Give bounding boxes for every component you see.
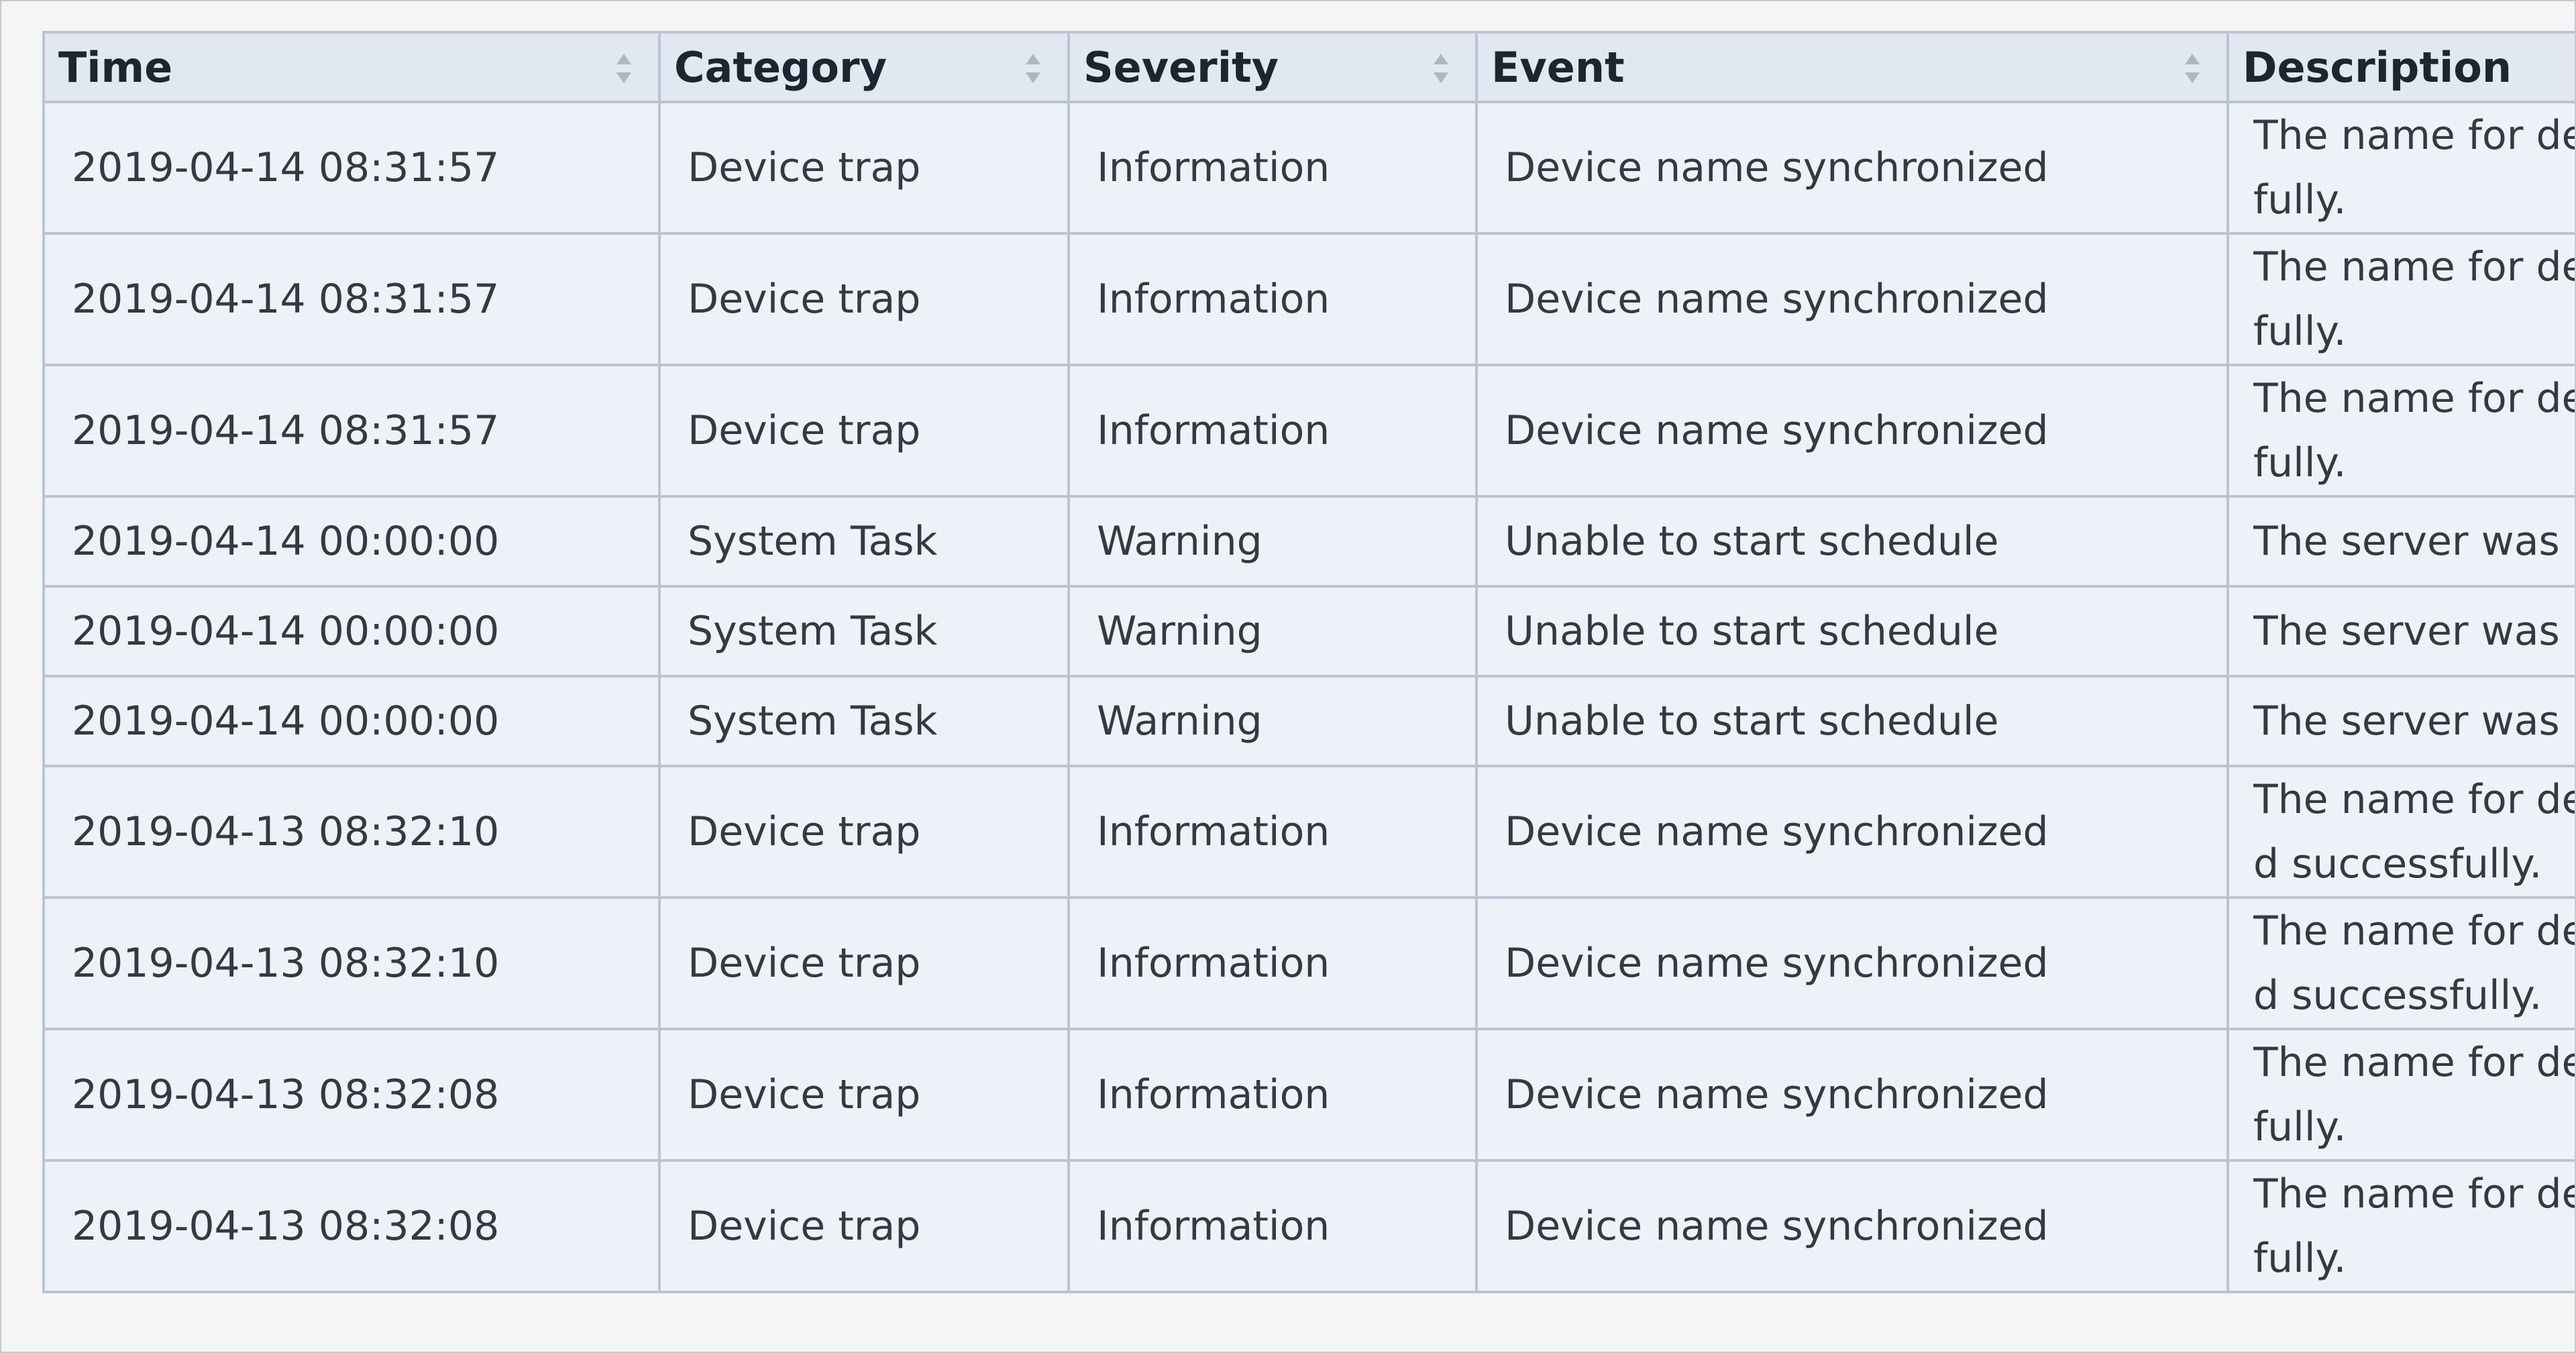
- cell-event: Device name synchronized: [1475, 364, 2229, 498]
- description-line: fully.: [2253, 176, 2347, 223]
- cell-category: Device trap: [658, 101, 1070, 235]
- description-line: The server was u: [2253, 608, 2576, 655]
- cell-category: System Task: [658, 495, 1070, 588]
- sort-arrows-icon[interactable]: [2182, 48, 2202, 89]
- cell-category: Device trap: [658, 232, 1070, 366]
- table-row[interactable]: 2019-04-14 08:31:57 Device trap Informat…: [42, 364, 2576, 498]
- event-table: Time Category Severi: [42, 31, 2576, 1293]
- table-row[interactable]: 2019-04-14 08:31:57 Device trap Informat…: [42, 232, 2576, 366]
- description-line: fully.: [2253, 308, 2347, 355]
- description-line: d successfully.: [2253, 841, 2542, 887]
- cell-description: The name for de fully.: [2226, 1028, 2576, 1162]
- cell-event: Device name synchronized: [1475, 765, 2229, 899]
- cell-category: Device trap: [658, 364, 1070, 498]
- cell-time: 2019-04-13 08:32:08: [42, 1159, 661, 1293]
- column-header-event[interactable]: Event: [1475, 31, 2229, 103]
- cell-severity: Warning: [1067, 675, 1478, 767]
- cell-category: Device trap: [658, 1159, 1070, 1293]
- cell-event: Device name synchronized: [1475, 232, 2229, 366]
- sort-arrows-icon[interactable]: [1023, 48, 1043, 89]
- column-header-category[interactable]: Category: [658, 31, 1070, 103]
- cell-event: Device name synchronized: [1475, 896, 2229, 1030]
- description-line: The name for de: [2253, 908, 2576, 955]
- cell-description: The name for de fully.: [2226, 1159, 2576, 1293]
- column-header-label: Category: [674, 42, 887, 92]
- cell-category: Device trap: [658, 765, 1070, 899]
- cell-event: Device name synchronized: [1475, 1028, 2229, 1162]
- cell-time: 2019-04-14 08:31:57: [42, 232, 661, 366]
- description-line: fully.: [2253, 1103, 2347, 1150]
- cell-severity: Information: [1067, 101, 1478, 235]
- cell-description: The name for de d successfully.: [2226, 765, 2576, 899]
- cell-severity: Warning: [1067, 585, 1478, 678]
- cell-category: Device trap: [658, 1028, 1070, 1162]
- sort-arrows-icon[interactable]: [1431, 48, 1451, 89]
- cell-category: System Task: [658, 585, 1070, 678]
- cell-description: The name for de fully.: [2226, 101, 2576, 235]
- cell-severity: Warning: [1067, 495, 1478, 588]
- cell-category: Device trap: [658, 896, 1070, 1030]
- cell-description: The name for de d successfully.: [2226, 896, 2576, 1030]
- table-row[interactable]: 2019-04-13 08:32:10 Device trap Informat…: [42, 765, 2576, 899]
- table-row[interactable]: 2019-04-14 00:00:00 System Task Warning …: [42, 675, 2576, 767]
- table-row[interactable]: 2019-04-13 08:32:10 Device trap Informat…: [42, 896, 2576, 1030]
- description-line: fully.: [2253, 439, 2347, 486]
- cell-event: Unable to start schedule: [1475, 585, 2229, 678]
- description-line: fully.: [2253, 1235, 2347, 1282]
- cell-time: 2019-04-13 08:32:10: [42, 765, 661, 899]
- cell-time: 2019-04-14 00:00:00: [42, 585, 661, 678]
- cell-event: Device name synchronized: [1475, 1159, 2229, 1293]
- cell-severity: Information: [1067, 1159, 1478, 1293]
- cell-severity: Information: [1067, 1028, 1478, 1162]
- cell-severity: Information: [1067, 364, 1478, 498]
- table-row[interactable]: 2019-04-13 08:32:08 Device trap Informat…: [42, 1028, 2576, 1162]
- column-header-label: Description: [2243, 42, 2512, 92]
- description-line: The server was u: [2253, 518, 2576, 565]
- column-header-label: Event: [1491, 42, 1625, 92]
- description-line: The name for de: [2253, 776, 2576, 823]
- table-header-row: Time Category Severi: [42, 31, 2575, 103]
- cell-description: The name for de fully.: [2226, 232, 2576, 366]
- table-row[interactable]: 2019-04-14 00:00:00 System Task Warning …: [42, 495, 2576, 588]
- cell-description: The server was u: [2226, 585, 2576, 678]
- cell-event: Unable to start schedule: [1475, 495, 2229, 588]
- sort-arrows-icon[interactable]: [614, 48, 634, 89]
- cell-time: 2019-04-13 08:32:10: [42, 896, 661, 1030]
- description-line: d successfully.: [2253, 972, 2542, 1019]
- description-line: The name for de: [2253, 375, 2576, 422]
- cell-time: 2019-04-13 08:32:08: [42, 1028, 661, 1162]
- cell-description: The server was u: [2226, 495, 2576, 588]
- table-row[interactable]: 2019-04-13 08:32:08 Device trap Informat…: [42, 1159, 2576, 1293]
- cell-time: 2019-04-14 00:00:00: [42, 675, 661, 767]
- cell-category: System Task: [658, 675, 1070, 767]
- table-row[interactable]: 2019-04-14 00:00:00 System Task Warning …: [42, 585, 2576, 678]
- column-header-severity[interactable]: Severity: [1067, 31, 1478, 103]
- description-line: The name for de: [2253, 243, 2576, 290]
- table-row[interactable]: 2019-04-14 08:31:57 Device trap Informat…: [42, 101, 2576, 235]
- cell-time: 2019-04-14 08:31:57: [42, 101, 661, 235]
- column-header-label: Time: [58, 42, 173, 92]
- cell-description: The server was u: [2226, 675, 2576, 767]
- description-line: The server was u: [2253, 698, 2576, 745]
- description-line: The name for de: [2253, 1039, 2576, 1086]
- cell-time: 2019-04-14 00:00:00: [42, 495, 661, 588]
- column-header-description[interactable]: Description: [2226, 31, 2575, 103]
- event-table-container: Time Category Severi: [42, 31, 2576, 1293]
- cell-time: 2019-04-14 08:31:57: [42, 364, 661, 498]
- cell-event: Device name synchronized: [1475, 101, 2229, 235]
- description-line: The name for de: [2253, 112, 2576, 159]
- cell-event: Unable to start schedule: [1475, 675, 2229, 767]
- cell-severity: Information: [1067, 896, 1478, 1030]
- cell-description: The name for de fully.: [2226, 364, 2576, 498]
- cell-severity: Information: [1067, 232, 1478, 366]
- column-header-time[interactable]: Time: [42, 31, 661, 103]
- column-header-label: Severity: [1083, 42, 1279, 92]
- cell-severity: Information: [1067, 765, 1478, 899]
- description-line: The name for de: [2253, 1171, 2576, 1217]
